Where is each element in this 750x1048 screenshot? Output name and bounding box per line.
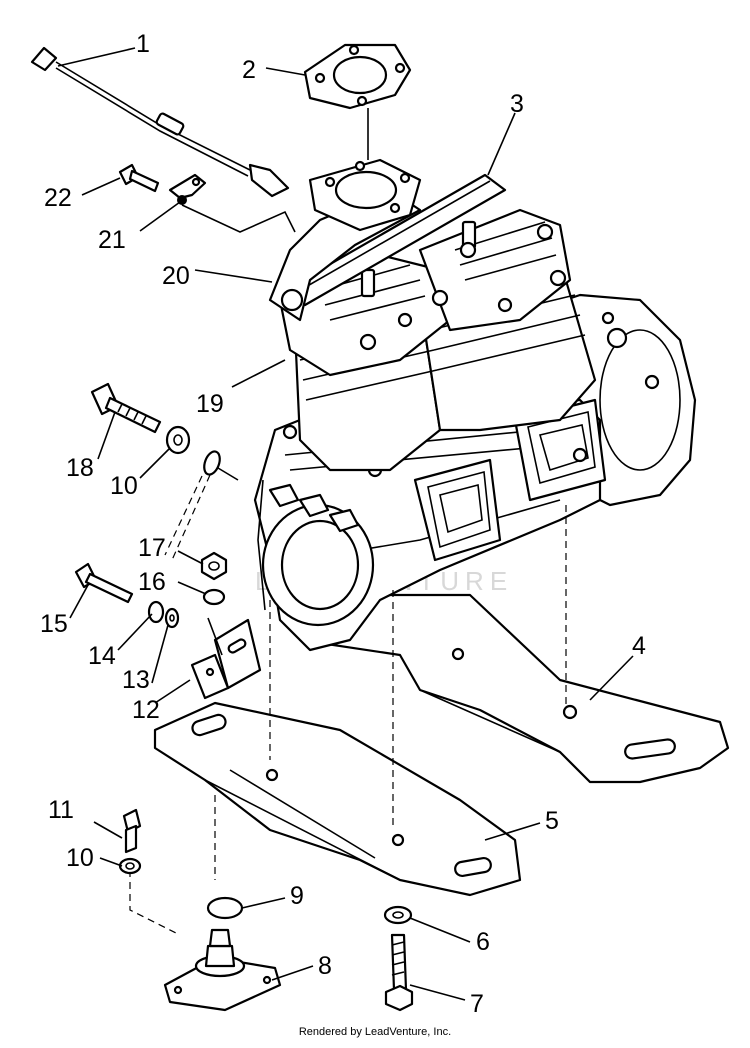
callout-4: 4 xyxy=(632,632,646,660)
callout-16: 16 xyxy=(138,568,166,596)
callout-numbers: 1 2 3 4 5 6 7 8 9 10 10 11 12 13 14 15 1… xyxy=(40,30,646,1018)
nut-17 xyxy=(200,551,228,581)
callout-2: 2 xyxy=(242,56,256,84)
washer-16 xyxy=(202,588,226,606)
leader-lines xyxy=(57,47,634,1001)
callout-6: 6 xyxy=(476,928,490,956)
bolt-15 xyxy=(74,562,134,604)
callout-7: 7 xyxy=(470,990,484,1018)
motor-mount-plate-rear xyxy=(298,593,730,784)
callout-17: 17 xyxy=(138,534,166,562)
bracket-12 xyxy=(190,618,262,700)
motor-mount-plate-front xyxy=(153,701,522,897)
exhaust-gasket xyxy=(303,43,412,110)
callout-10-upper: 10 xyxy=(110,472,138,500)
bolt-7 xyxy=(384,933,414,1012)
engine-assembly xyxy=(253,158,697,652)
rubber-mount-8 xyxy=(163,928,282,1012)
callout-8: 8 xyxy=(318,952,332,980)
callout-13: 13 xyxy=(122,666,150,694)
callout-1: 1 xyxy=(136,30,150,58)
callout-19: 19 xyxy=(196,390,224,418)
callout-15: 15 xyxy=(40,610,68,638)
callout-11: 11 xyxy=(48,796,74,824)
callout-14: 14 xyxy=(88,642,116,670)
callout-18: 18 xyxy=(66,454,94,482)
callout-5: 5 xyxy=(545,807,559,835)
washer-14 xyxy=(147,600,165,624)
bolt-22 xyxy=(118,163,160,193)
washer-6 xyxy=(383,905,413,925)
callout-20: 20 xyxy=(162,262,190,290)
callout-22: 22 xyxy=(44,184,72,212)
credit-footer: Rendered by LeadVenture, Inc. xyxy=(298,1026,452,1038)
callout-10-lower: 10 xyxy=(66,844,94,872)
washer-10-upper xyxy=(165,425,191,455)
callout-9: 9 xyxy=(290,882,304,910)
clip-21 xyxy=(168,173,207,205)
washer-13 xyxy=(164,607,180,629)
callout-21: 21 xyxy=(98,226,126,254)
cable xyxy=(30,46,290,198)
bolt-18 xyxy=(90,382,162,434)
intake-port-front xyxy=(413,458,502,562)
washer-10-lower xyxy=(118,857,142,875)
bolt-11 xyxy=(122,808,142,854)
callout-12: 12 xyxy=(132,696,160,724)
shim-9 xyxy=(206,896,244,920)
callout-3: 3 xyxy=(510,90,524,118)
